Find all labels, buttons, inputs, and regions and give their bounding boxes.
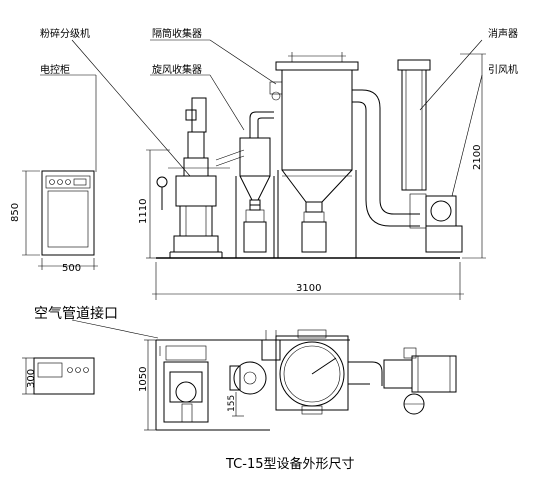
leader-lines xyxy=(40,39,483,339)
cyclone-elevation xyxy=(235,111,275,258)
elevation-view xyxy=(22,39,486,339)
dim-machine-height: 1110 xyxy=(138,199,149,224)
elevation-dims xyxy=(146,53,486,300)
dim-plan-depth: 1050 xyxy=(138,367,149,392)
label-cyclone: 旋风收集器 xyxy=(152,63,202,76)
dim-cabinet-plan: 300 xyxy=(26,369,37,388)
control-cabinet-elevation xyxy=(41,170,95,256)
plan-frame xyxy=(155,339,350,431)
plan-dims xyxy=(144,339,244,431)
control-cabinet-plan xyxy=(22,357,95,395)
label-control-cabinet: 电控柜 xyxy=(40,63,70,76)
plan-view xyxy=(22,329,457,431)
label-silencer: 消声器 xyxy=(488,27,518,40)
drawing-caption: TC-15型设备外形尺寸 xyxy=(225,456,355,472)
dim-cabinet-width: 500 xyxy=(62,263,81,274)
classifier-elevation xyxy=(156,97,245,253)
dim-total-length: 3100 xyxy=(296,283,321,294)
dim-small: 155 xyxy=(227,395,237,412)
label-air-inlet: 空气管道接口 xyxy=(34,305,118,322)
dim-total-height: 2100 xyxy=(472,145,483,170)
duct-elevation xyxy=(352,59,463,253)
cyclone-plan xyxy=(229,330,281,395)
label-classifier: 粉碎分级机 xyxy=(40,27,90,40)
dim-cabinet-height: 850 xyxy=(10,203,21,222)
cabinet-dim-lines xyxy=(22,170,98,270)
label-fan: 引风机 xyxy=(488,63,518,76)
bag-filter-elevation xyxy=(269,52,359,258)
fan-plan xyxy=(348,347,457,415)
bag-filter-plan xyxy=(275,329,349,415)
label-bag-filter: 隔筒收集器 xyxy=(152,27,202,40)
